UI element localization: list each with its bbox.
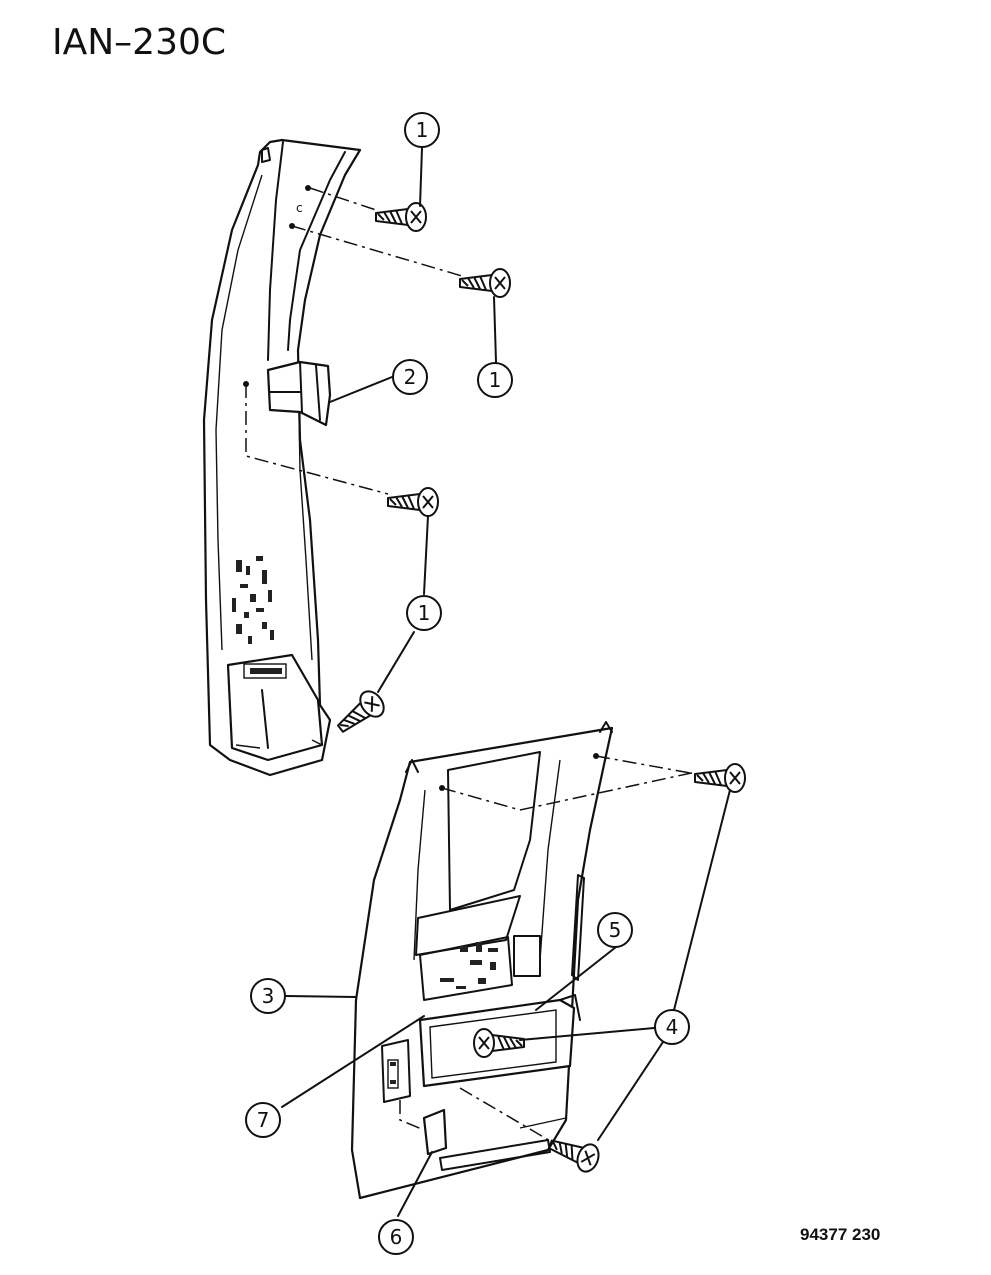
- callout-1-lower: 1: [406, 595, 442, 631]
- alignment-lines: [245, 187, 697, 1143]
- svg-text:6: 6: [390, 1225, 403, 1249]
- callout-4: 4: [654, 1009, 690, 1045]
- callout-6: 6: [378, 1219, 414, 1255]
- svg-text:c: c: [296, 201, 303, 215]
- diagram-code: IAN–230C: [52, 22, 227, 63]
- svg-text:3: 3: [262, 984, 275, 1008]
- callout-2: 2: [392, 359, 428, 395]
- callout-3: 3: [250, 978, 286, 1014]
- svg-text:5: 5: [609, 918, 622, 942]
- svg-text:7: 7: [257, 1108, 270, 1132]
- pillar-trim-panel: c: [202, 138, 362, 777]
- leader-lines: [281, 147, 731, 1217]
- callout-5: 5: [597, 912, 633, 948]
- quarter-trim-panel: [350, 721, 614, 1200]
- callout-7: 7: [245, 1102, 281, 1138]
- svg-text:1: 1: [418, 601, 431, 625]
- callout-1-middle: 1: [477, 362, 513, 398]
- svg-text:1: 1: [416, 118, 429, 142]
- svg-text:1: 1: [489, 368, 502, 392]
- reference-number: 94377 230: [800, 1225, 881, 1244]
- svg-text:4: 4: [666, 1015, 679, 1039]
- svg-text:2: 2: [404, 365, 417, 389]
- callout-1-top: 1: [404, 112, 440, 148]
